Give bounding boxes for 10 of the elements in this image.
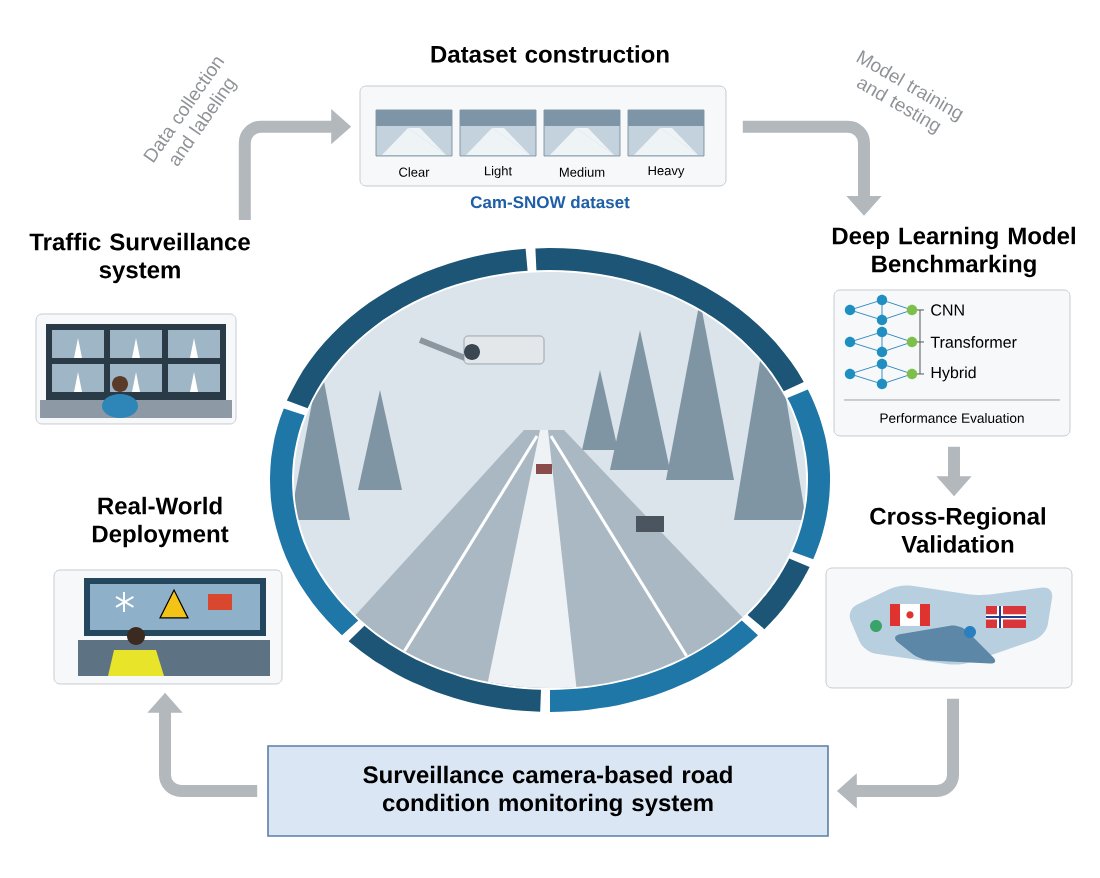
model-label: Hybrid: [931, 366, 976, 382]
system-box: Surveillance camera-based road condition monitoring system: [267, 745, 829, 837]
heading: Deep Learning Model Benchmarking: [832, 226, 1075, 278]
heading: Traffic Surveillance system: [29, 232, 250, 284]
model-label: CNN: [931, 304, 964, 316]
heading: Dataset construction: [431, 45, 669, 63]
heading: Cross-Regional Validation: [870, 507, 1045, 553]
dataset-name: Cam-SNOW dataset: [470, 195, 630, 209]
model-label: Transformer: [930, 336, 1017, 348]
heading: Real-World Deployment: [92, 496, 229, 548]
